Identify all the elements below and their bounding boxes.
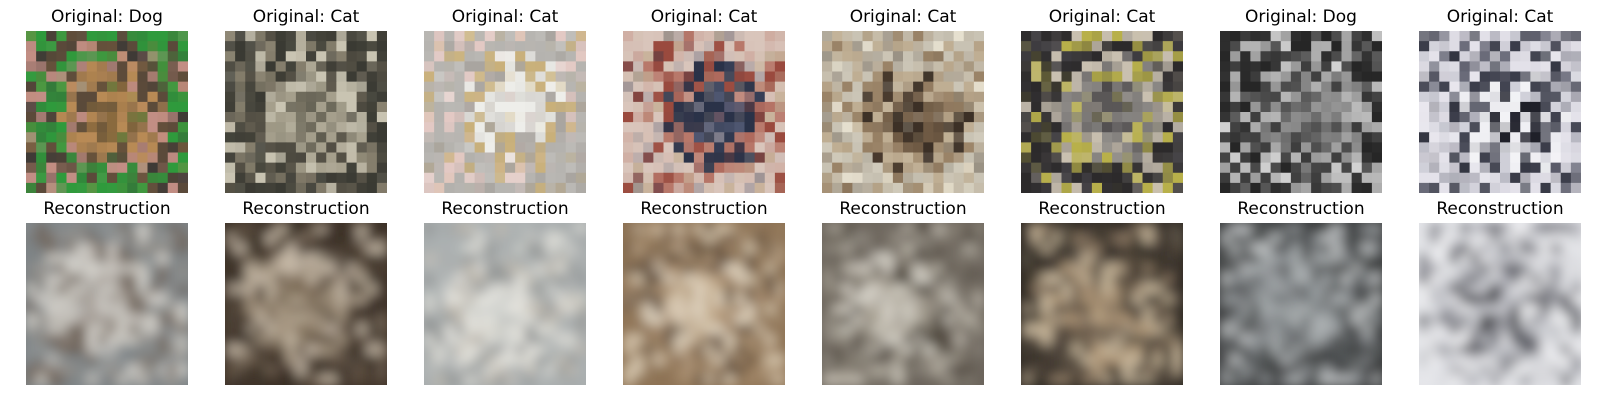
- reconstruction-image-5: [822, 223, 984, 385]
- original-mosaic-4: [623, 31, 785, 193]
- reconstruction-mosaic-7: [1220, 223, 1382, 385]
- reconstruction-mosaic-6: [1021, 223, 1183, 385]
- reconstruction-image-3: [424, 223, 586, 385]
- original-image-4: [623, 31, 785, 193]
- original-image-1: [26, 31, 188, 193]
- reconstruction-image-1: [26, 223, 188, 385]
- reconstruction-title-8: Reconstruction: [1436, 199, 1564, 219]
- original-title-6: Original: Cat: [1048, 7, 1156, 27]
- reconstruction-image-8: [1419, 223, 1581, 385]
- original-mosaic-6: [1021, 31, 1183, 193]
- reconstruction-image-4: [623, 223, 785, 385]
- reconstruction-title-1: Reconstruction: [43, 199, 171, 219]
- reconstruction-title-5: Reconstruction: [839, 199, 967, 219]
- reconstruction-mosaic-4: [623, 223, 785, 385]
- original-image-3: [424, 31, 586, 193]
- original-image-8: [1419, 31, 1581, 193]
- reconstruction-mosaic-8: [1419, 223, 1581, 385]
- reconstruction-image-7: [1220, 223, 1382, 385]
- original-title-7: Original: Dog: [1245, 7, 1357, 27]
- reconstruction-title-3: Reconstruction: [441, 199, 569, 219]
- original-title-8: Original: Cat: [1446, 7, 1554, 27]
- reconstruction-mosaic-3: [424, 223, 586, 385]
- reconstruction-mosaic-1: [26, 223, 188, 385]
- original-title-4: Original: Cat: [650, 7, 758, 27]
- reconstruction-mosaic-2: [225, 223, 387, 385]
- original-mosaic-1: [26, 31, 188, 193]
- original-mosaic-7: [1220, 31, 1382, 193]
- original-title-1: Original: Dog: [51, 7, 163, 27]
- original-title-5: Original: Cat: [849, 7, 957, 27]
- original-mosaic-3: [424, 31, 586, 193]
- reconstruction-image-6: [1021, 223, 1183, 385]
- reconstruction-image-2: [225, 223, 387, 385]
- reconstruction-mosaic-5: [822, 223, 984, 385]
- original-image-2: [225, 31, 387, 193]
- original-image-6: [1021, 31, 1183, 193]
- original-title-2: Original: Cat: [252, 7, 360, 27]
- original-mosaic-8: [1419, 31, 1581, 193]
- reconstruction-title-4: Reconstruction: [640, 199, 768, 219]
- original-image-7: [1220, 31, 1382, 193]
- original-title-3: Original: Cat: [451, 7, 559, 27]
- reconstruction-title-2: Reconstruction: [242, 199, 370, 219]
- original-mosaic-5: [822, 31, 984, 193]
- original-image-5: [822, 31, 984, 193]
- reconstruction-title-6: Reconstruction: [1038, 199, 1166, 219]
- original-mosaic-2: [225, 31, 387, 193]
- reconstruction-title-7: Reconstruction: [1237, 199, 1365, 219]
